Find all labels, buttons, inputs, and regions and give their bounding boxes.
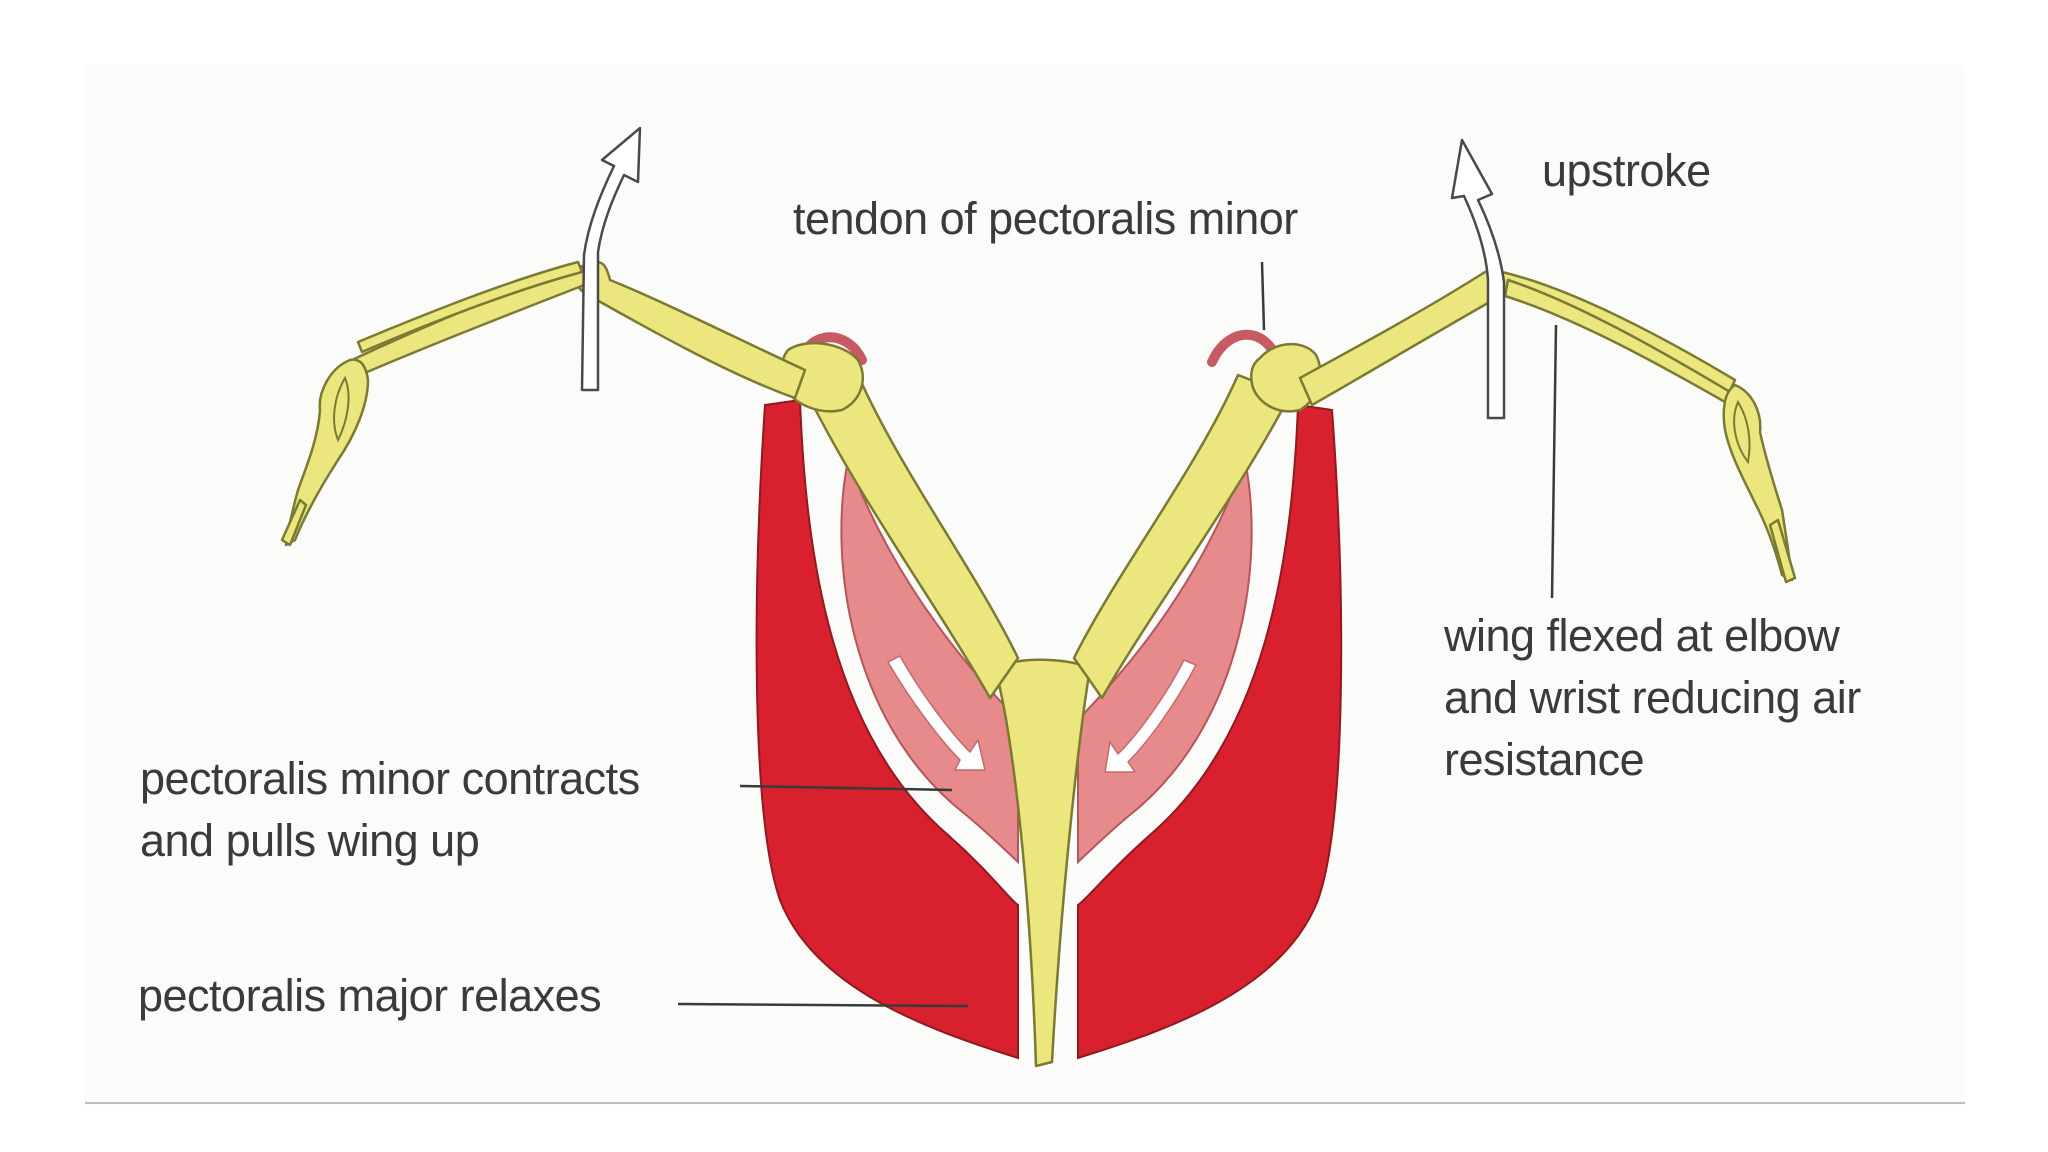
diagram-frame — [85, 65, 1965, 1105]
leader-wing-flexed — [1550, 324, 1558, 599]
hand-right-detail — [1733, 399, 1751, 465]
upstroke-arrow-left — [580, 126, 642, 392]
skeleton — [280, 260, 1797, 1068]
label-tendon-of-pectoralis-minor: tendon of pectoralis minor — [793, 193, 1298, 244]
label-upstroke: upstroke — [1542, 145, 1711, 196]
leader-tendon — [1260, 261, 1266, 331]
leader-lines — [677, 261, 1558, 1008]
leader-major-relaxes — [677, 1002, 969, 1008]
leader-minor-contracts — [739, 784, 953, 792]
label-minor-contracts-line-2: and pulls wing up — [140, 815, 480, 866]
finger-right — [1768, 518, 1797, 584]
finger-left — [280, 498, 308, 547]
label-minor-contracts-line-1: pectoralis minor contracts — [140, 753, 640, 804]
bone-details — [333, 375, 1751, 465]
coracoid-left — [806, 373, 1020, 700]
label-wing-flexed-line-1: wing flexed at elbow — [1444, 610, 1840, 661]
label-wing-flexed: wing flexed at elbow and wrist reducing … — [1444, 605, 1861, 791]
muscle-arrow-left — [886, 655, 986, 771]
shoulder-right — [1250, 342, 1322, 413]
upstroke-arrow-right — [1450, 138, 1506, 420]
pectoralis-major-right — [1077, 403, 1343, 1060]
hand-left-detail — [333, 375, 350, 443]
sternum-keel — [993, 658, 1092, 1068]
forearm-radius-left — [356, 260, 584, 354]
label-pectoralis-minor-contracts: pectoralis minor contracts and pulls win… — [140, 748, 640, 872]
label-wing-flexed-line-2: and wrist reducing air — [1444, 672, 1861, 723]
label-pectoralis-major-relaxes: pectoralis major relaxes — [138, 970, 602, 1021]
muscle-arrow-right — [1104, 659, 1198, 773]
pectoralis-major-left — [755, 398, 1019, 1060]
label-wing-flexed-line-3: resistance — [1444, 734, 1645, 785]
coracoid-right — [1072, 373, 1292, 700]
